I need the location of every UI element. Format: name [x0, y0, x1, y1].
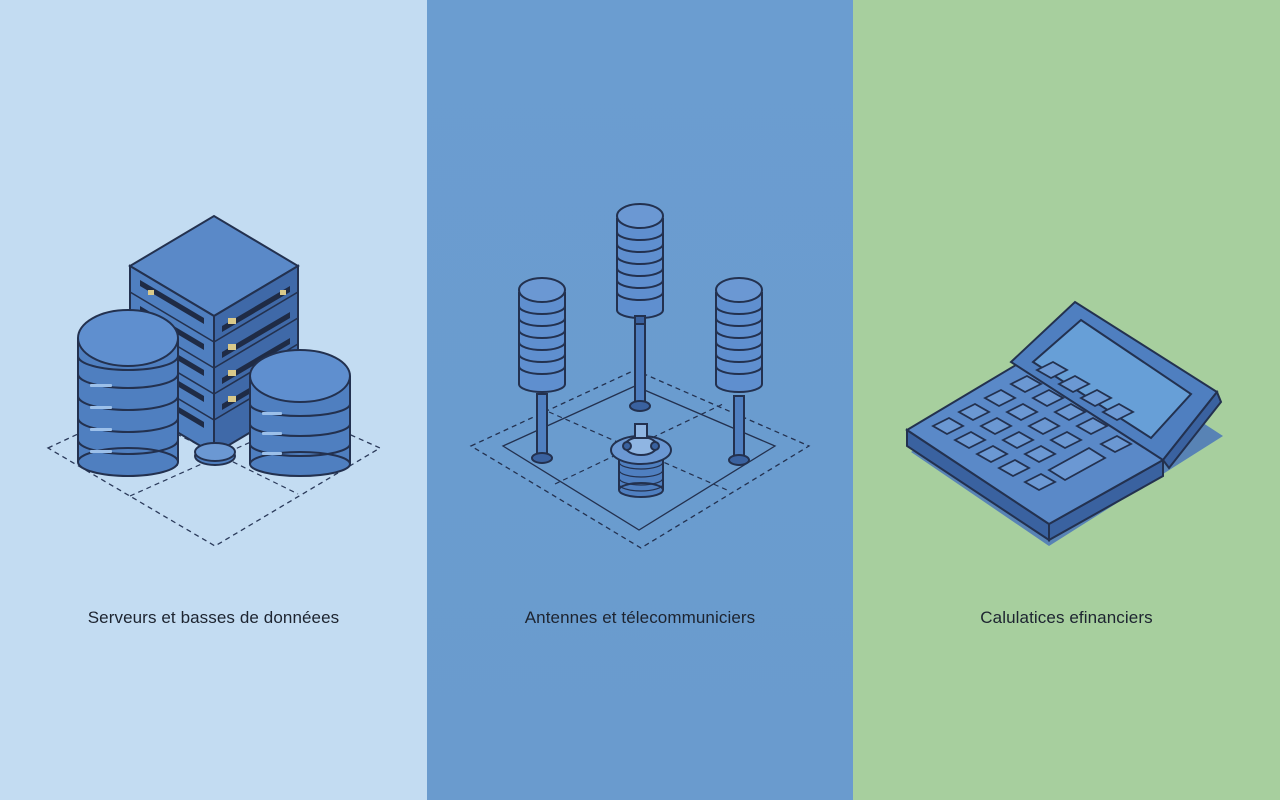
panel-antennas-caption: Antennes et télecommuniciers: [524, 608, 756, 627]
server-database-icon: [46, 214, 382, 547]
panel-antennas: Antennes et télecommuniciers: [427, 0, 853, 800]
panel-finance-caption: Calulatices efinanciers: [980, 608, 1153, 627]
panel-finance: Calulatices efinanciers: [853, 0, 1280, 800]
calculator-icon: [905, 300, 1223, 546]
panel-servers: Serveurs et basses de donnéees: [0, 0, 427, 800]
antenna-telecom-icon: [469, 203, 811, 549]
panel-servers-caption: Serveurs et basses de donnéees: [87, 608, 340, 627]
